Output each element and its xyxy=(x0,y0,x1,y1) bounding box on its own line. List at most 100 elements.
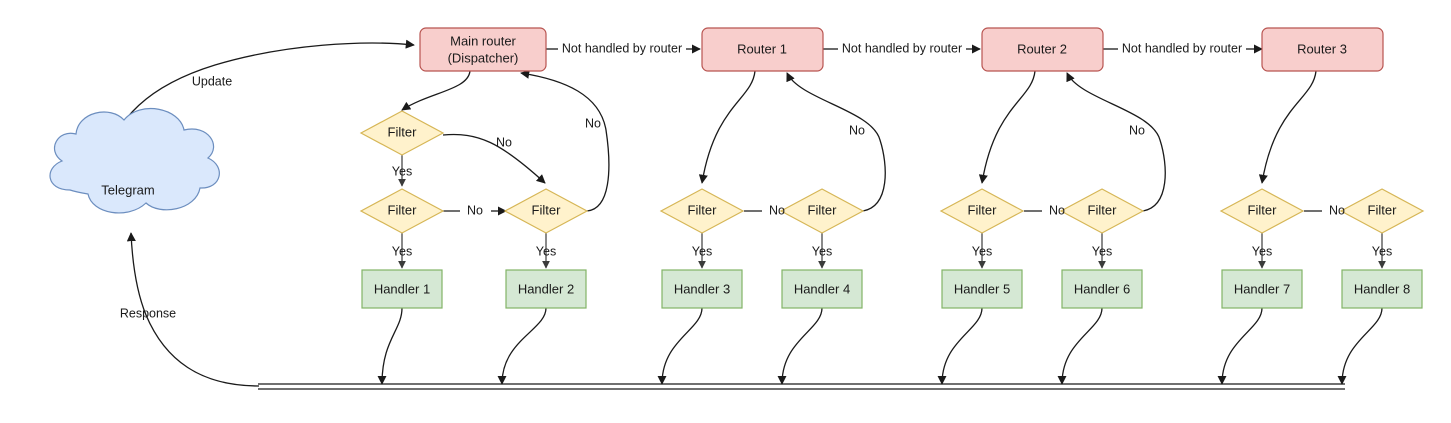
edge-label-no-r2-inline: No xyxy=(1049,203,1065,217)
edge-response xyxy=(126,232,260,387)
filter-1b-label: Filter xyxy=(808,202,838,217)
handler-3-node[interactable]: Handler 3 xyxy=(661,269,743,309)
filter-1a-diamond xyxy=(659,188,745,234)
handler-6-box xyxy=(1061,269,1143,309)
edge-label-yes-a: Yes xyxy=(392,164,412,178)
handler-6-node[interactable]: Handler 6 xyxy=(1061,269,1143,309)
handler-4-label: Handler 4 xyxy=(794,281,850,296)
handler-5-label: Handler 5 xyxy=(954,281,1010,296)
edge-filter-a-no-to-filter-c xyxy=(442,133,546,184)
filter-3b-label: Filter xyxy=(1368,202,1398,217)
edge-router1-to-filter1a xyxy=(698,70,756,184)
filter-3b-diamond xyxy=(1339,188,1425,234)
handler-3-label: Handler 3 xyxy=(674,281,730,296)
filter-1a-label: Filter xyxy=(688,202,718,217)
edge-label-not-handled-2: Not handled by router xyxy=(842,41,962,55)
edge-handler1-to-collector xyxy=(377,307,403,385)
edge-label-response: Response xyxy=(120,306,176,320)
edge-router2-to-filter2a xyxy=(978,70,1036,184)
handler-8-label: Handler 8 xyxy=(1354,281,1410,296)
main-router-label-line2: (Dispatcher) xyxy=(448,50,519,65)
edge-label-no-main-inline: No xyxy=(467,203,483,217)
edge-label-yes-b: Yes xyxy=(392,244,412,258)
edge-label-not-handled-3: Not handled by router xyxy=(1122,41,1242,55)
filter-2b-node[interactable]: Filter xyxy=(1059,188,1145,234)
main-router-node[interactable]: Main router (Dispatcher) xyxy=(419,27,547,72)
edge-label-no-r2-top: No xyxy=(1129,123,1145,137)
router-1-box xyxy=(701,27,824,72)
handler-4-node[interactable]: Handler 4 xyxy=(781,269,863,309)
edge-handler5-to-collector xyxy=(937,307,983,385)
edge-label-yes-3a: Yes xyxy=(1252,244,1272,258)
edge-label-no-main-top: No xyxy=(585,116,601,130)
router-3-node[interactable]: Router 3 xyxy=(1261,27,1384,72)
handler-5-node[interactable]: Handler 5 xyxy=(941,269,1023,309)
router-1-node[interactable]: Router 1 xyxy=(701,27,824,72)
filter-b-label: Filter xyxy=(388,202,418,217)
filter-b-diamond xyxy=(359,188,445,234)
handler-6-label: Handler 6 xyxy=(1074,281,1130,296)
handler-4-box xyxy=(781,269,863,309)
handler-1-box xyxy=(361,269,443,309)
main-router-box xyxy=(419,27,547,72)
handler-1-label: Handler 1 xyxy=(374,281,430,296)
main-router-label-line1: Main router xyxy=(450,33,516,48)
router-3-label: Router 3 xyxy=(1297,41,1347,56)
edge-handler2-to-collector xyxy=(497,307,547,385)
filter-3a-node[interactable]: Filter xyxy=(1219,188,1305,234)
edge-label-yes-2a: Yes xyxy=(972,244,992,258)
filter-2a-node[interactable]: Filter xyxy=(939,188,1025,234)
filter-c-diamond xyxy=(503,188,589,234)
edge-router3-to-filter3a xyxy=(1258,70,1317,184)
edge-label-yes-2b: Yes xyxy=(1092,244,1112,258)
handler-2-box xyxy=(505,269,587,309)
edge-mainrouter-to-filter-a xyxy=(401,70,471,111)
filter-3b-node[interactable]: Filter xyxy=(1339,188,1425,234)
telegram-label: Telegram xyxy=(101,182,154,197)
edge-filter2b-no-to-router2 xyxy=(1066,72,1166,212)
handler-1-node[interactable]: Handler 1 xyxy=(361,269,443,309)
edge-label-no-r1-top: No xyxy=(849,123,865,137)
edge-label-yes-3b: Yes xyxy=(1372,244,1392,258)
filter-2a-label: Filter xyxy=(968,202,998,217)
edge-label-not-handled-1: Not handled by router xyxy=(562,41,682,55)
edge-filter-c-no-to-mainrouter xyxy=(520,69,610,212)
edge-label-no-r1-inline: No xyxy=(769,203,785,217)
telegram-cloud-node[interactable]: Telegram xyxy=(49,107,220,214)
edge-handler6-to-collector xyxy=(1057,307,1103,385)
filter-2b-diamond xyxy=(1059,188,1145,234)
handler-7-label: Handler 7 xyxy=(1234,281,1290,296)
filter-2b-label: Filter xyxy=(1088,202,1118,217)
router-2-node[interactable]: Router 2 xyxy=(981,27,1104,72)
filter-c-label: Filter xyxy=(532,202,562,217)
handler-8-box xyxy=(1341,269,1423,309)
edge-label-update: Update xyxy=(192,74,232,88)
edge-handler8-to-collector xyxy=(1337,307,1383,385)
filter-1a-node[interactable]: Filter xyxy=(659,188,745,234)
filter-1b-node[interactable]: Filter xyxy=(779,188,865,234)
edge-label-yes-c: Yes xyxy=(536,244,556,258)
filter-a-diamond xyxy=(359,110,445,156)
handler-3-box xyxy=(661,269,743,309)
handler-7-box xyxy=(1221,269,1303,309)
filter-a-node[interactable]: Filter xyxy=(359,110,445,156)
router-1-label: Router 1 xyxy=(737,41,787,56)
filter-2a-diamond xyxy=(939,188,1025,234)
handler-7-node[interactable]: Handler 7 xyxy=(1221,269,1303,309)
router-2-box xyxy=(981,27,1104,72)
handler-2-label: Handler 2 xyxy=(518,281,574,296)
router-3-box xyxy=(1261,27,1384,72)
filter-b-node[interactable]: Filter xyxy=(359,188,445,234)
handler-2-node[interactable]: Handler 2 xyxy=(505,269,587,309)
filter-3a-label: Filter xyxy=(1248,202,1278,217)
edge-handler3-to-collector xyxy=(657,307,703,385)
router-2-label: Router 2 xyxy=(1017,41,1067,56)
edge-label-yes-1b: Yes xyxy=(812,244,832,258)
filter-a-label: Filter xyxy=(388,124,418,139)
handler-8-node[interactable]: Handler 8 xyxy=(1341,269,1423,309)
filter-c-node[interactable]: Filter xyxy=(503,188,589,234)
edge-handler7-to-collector xyxy=(1217,307,1263,385)
edge-label-no-r3-inline: No xyxy=(1329,203,1345,217)
